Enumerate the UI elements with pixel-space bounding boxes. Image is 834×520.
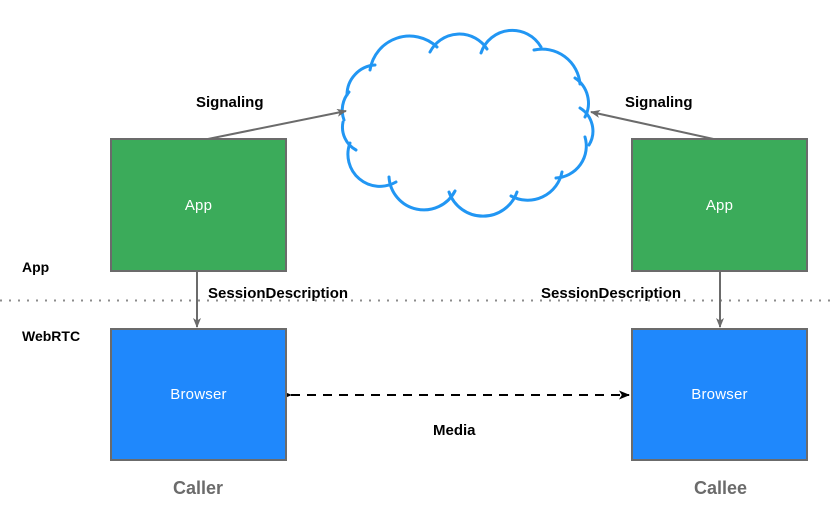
- signaling-label-left: Signaling: [196, 94, 264, 111]
- session-description-label-left: SessionDescription: [208, 285, 349, 302]
- caller-browser-label: Browser: [170, 386, 227, 403]
- signaling-label-right: Signaling: [625, 94, 693, 111]
- signaling-arrow-right: [590, 110, 719, 141]
- callee-browser-box[interactable]: Browser: [631, 328, 808, 461]
- layer-label-app: App: [22, 259, 50, 275]
- signaling-network-cloud: [340, 28, 595, 218]
- caller-app-box[interactable]: App: [110, 138, 287, 272]
- callee-app-box[interactable]: App: [631, 138, 808, 272]
- callee-app-label: App: [705, 196, 734, 214]
- layer-label-webrtc: WebRTC: [22, 328, 81, 344]
- callee-browser-label: Browser: [691, 386, 748, 403]
- session-description-label-right: SessionDescription: [541, 285, 682, 302]
- media-label: Media: [433, 422, 476, 439]
- signaling-arrow-left: [202, 108, 347, 141]
- role-label-caller: Caller: [173, 478, 224, 498]
- role-label-callee: Callee: [694, 478, 748, 498]
- caller-browser-box[interactable]: Browser: [110, 328, 287, 461]
- caller-app-label: App: [184, 196, 213, 214]
